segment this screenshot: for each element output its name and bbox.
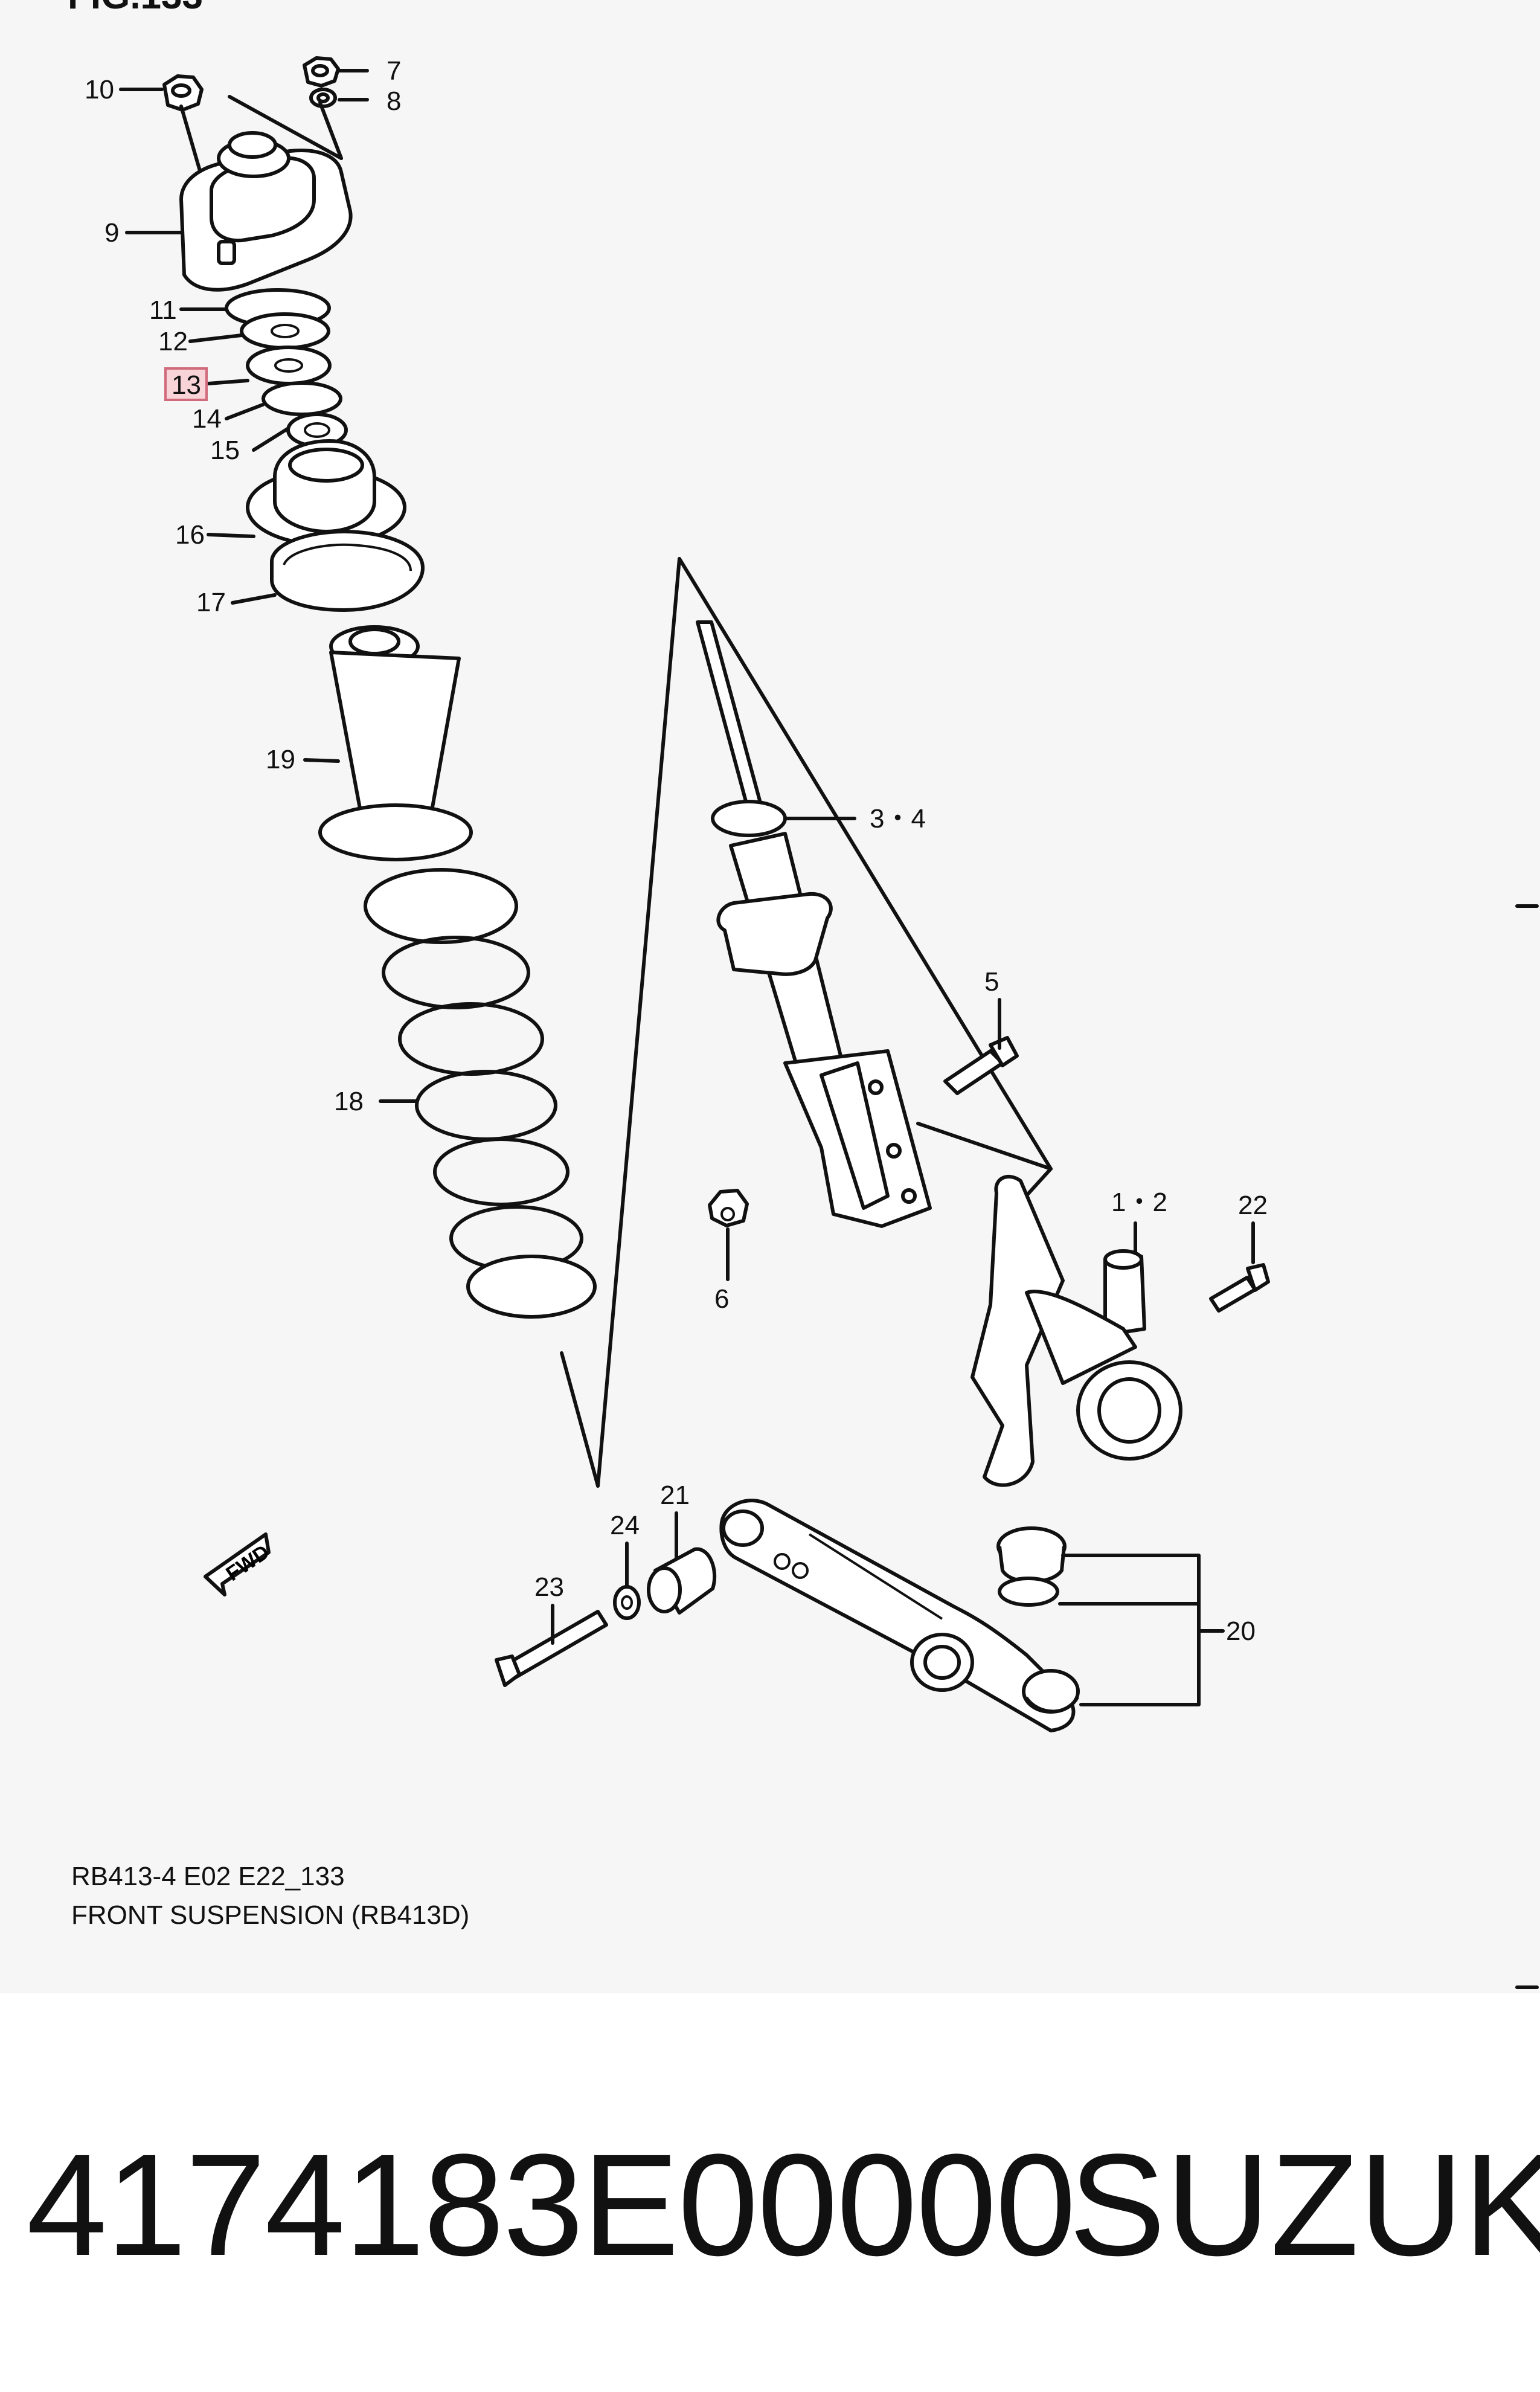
washer-part-12[interactable] bbox=[240, 312, 330, 350]
bolt-part-22[interactable] bbox=[1209, 1263, 1270, 1313]
nut-part-7[interactable] bbox=[303, 56, 340, 88]
washer-part-8[interactable] bbox=[309, 88, 337, 108]
callout-15[interactable]: 15 bbox=[210, 436, 240, 465]
spring-seat-part-16[interactable] bbox=[246, 439, 406, 547]
callout-19[interactable]: 19 bbox=[266, 745, 295, 774]
strut-part-3-4[interactable] bbox=[696, 620, 932, 1228]
callout-11[interactable]: 11 bbox=[149, 295, 177, 325]
callout-1-2[interactable]: 1・2 bbox=[1111, 1188, 1167, 1217]
lower-arm[interactable] bbox=[719, 1499, 1076, 1732]
callout-12[interactable]: 12 bbox=[158, 327, 188, 356]
figure-title: FIG.133 bbox=[68, 0, 203, 18]
bushing-part-21[interactable] bbox=[647, 1547, 717, 1615]
nut-part-10[interactable] bbox=[162, 74, 204, 112]
callout-16[interactable]: 16 bbox=[175, 520, 205, 550]
spring-insulator-part-17[interactable] bbox=[270, 530, 425, 612]
suspension-diagram: FWD bbox=[85, 56, 1539, 1989]
callout-18[interactable]: 18 bbox=[334, 1087, 364, 1116]
callout-20[interactable]: 20 bbox=[1226, 1616, 1256, 1646]
callout-24[interactable]: 24 bbox=[610, 1511, 640, 1540]
diagram-panel: FIG.133 bbox=[68, 0, 1539, 1989]
callout-5[interactable]: 5 bbox=[984, 967, 999, 997]
callout-8[interactable]: 8 bbox=[387, 86, 401, 116]
callout-7[interactable]: 7 bbox=[387, 56, 401, 86]
callout-14[interactable]: 14 bbox=[192, 404, 222, 434]
callout-3-4[interactable]: 3・4 bbox=[870, 804, 926, 834]
callout-21[interactable]: 21 bbox=[660, 1481, 690, 1510]
bolt-part-5[interactable] bbox=[943, 1036, 1019, 1095]
callout-6[interactable]: 6 bbox=[714, 1284, 729, 1314]
nut-part-6[interactable] bbox=[708, 1189, 749, 1227]
callout-22[interactable]: 22 bbox=[1238, 1191, 1268, 1220]
callout-10[interactable]: 10 bbox=[85, 75, 114, 104]
washer-part-24[interactable] bbox=[613, 1585, 641, 1620]
washer-part-13[interactable] bbox=[246, 346, 332, 385]
callout-9[interactable]: 9 bbox=[104, 218, 119, 248]
bushing-set-part-20[interactable] bbox=[996, 1526, 1080, 1714]
part-number: 4174183E00000 bbox=[27, 2124, 1076, 2286]
coil-spring-part-18[interactable] bbox=[364, 868, 597, 1319]
fwd-arrow-icon: FWD bbox=[204, 1532, 274, 1596]
bolt-part-23[interactable] bbox=[495, 1610, 608, 1687]
callout-17[interactable]: 17 bbox=[196, 588, 226, 617]
knuckle-part-1-2[interactable] bbox=[971, 1174, 1182, 1487]
strut-mount-part-9[interactable] bbox=[179, 131, 353, 292]
callout-13[interactable]: 13 bbox=[172, 370, 201, 400]
washer-part-14[interactable] bbox=[261, 381, 342, 416]
callout-leaders bbox=[119, 69, 1539, 1989]
brand-name: SUZUKI bbox=[1069, 2124, 1540, 2286]
highlight-box bbox=[164, 367, 208, 401]
callout-23[interactable]: 23 bbox=[534, 1572, 564, 1602]
dust-boot-part-19[interactable] bbox=[318, 625, 473, 861]
figure-code: RB413-4 E02 E22_133 bbox=[71, 1862, 345, 1891]
figure-caption: FRONT SUSPENSION (RB413D) bbox=[71, 1900, 470, 1930]
